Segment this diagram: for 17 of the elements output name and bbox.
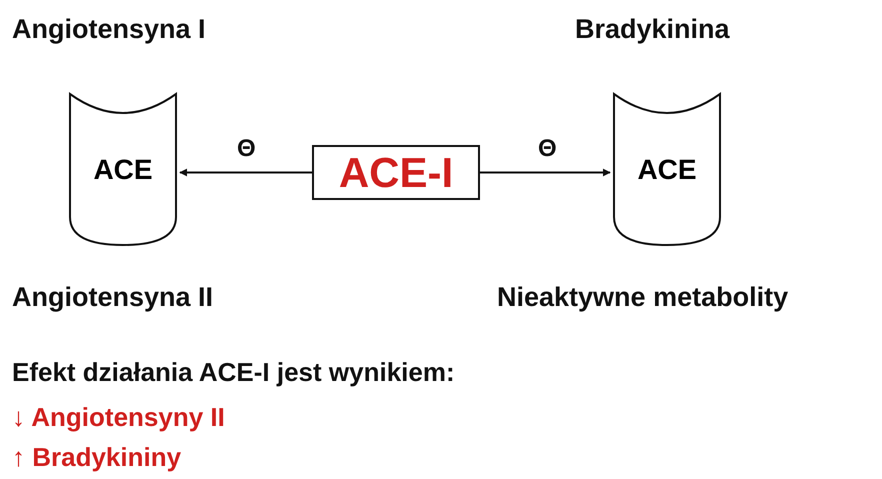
note-text: Efekt działania ACE-I jest wynikiem: (12, 357, 455, 388)
note-text: ↑ Bradykininy (12, 442, 182, 473)
note-text: ↓ Angiotensyny II (12, 402, 225, 433)
inhibitor-box (312, 145, 480, 200)
arrow (480, 168, 611, 176)
substance-label: Angiotensyna I (12, 14, 206, 45)
container-node (612, 92, 722, 247)
node-label: ACE (93, 154, 153, 186)
arrow (179, 168, 312, 176)
node-label: ACE (637, 154, 697, 186)
substance-label: Bradykinina (575, 14, 730, 45)
container-node (68, 92, 178, 247)
substance-label: Angiotensyna II (12, 282, 214, 313)
node-label: ACE-I (338, 148, 454, 196)
edge-label: Θ (538, 134, 557, 162)
substance-label: Nieaktywne metabolity (497, 282, 788, 313)
edge-label: Θ (237, 134, 256, 162)
